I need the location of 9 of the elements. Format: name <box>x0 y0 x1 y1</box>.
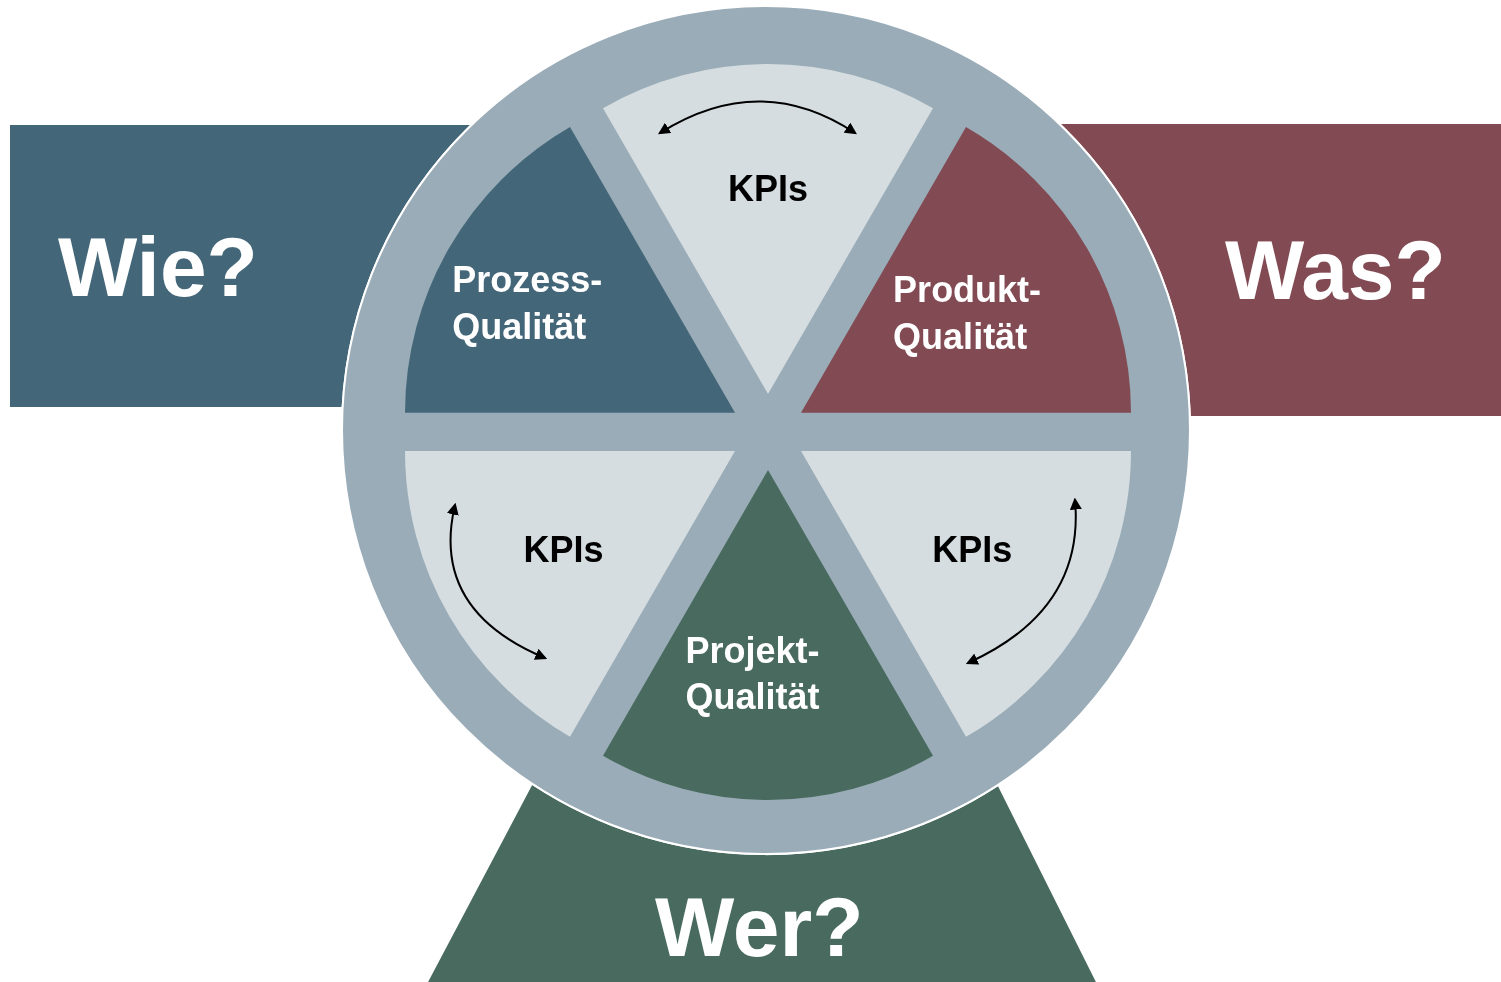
segment-label: KPIs <box>523 527 604 572</box>
heading-text: Wie? <box>58 225 258 309</box>
segment-label: KPIs <box>932 527 1013 572</box>
heading-text: Wer? <box>655 885 864 969</box>
segment-label: KPIs <box>728 167 808 211</box>
segment-label: Projekt-Qualität <box>685 628 821 720</box>
segment-label: Produkt-Qualität <box>893 268 1043 359</box>
heading-text: Was? <box>1225 228 1446 312</box>
segment-label: Prozess-Qualität <box>452 258 604 350</box>
